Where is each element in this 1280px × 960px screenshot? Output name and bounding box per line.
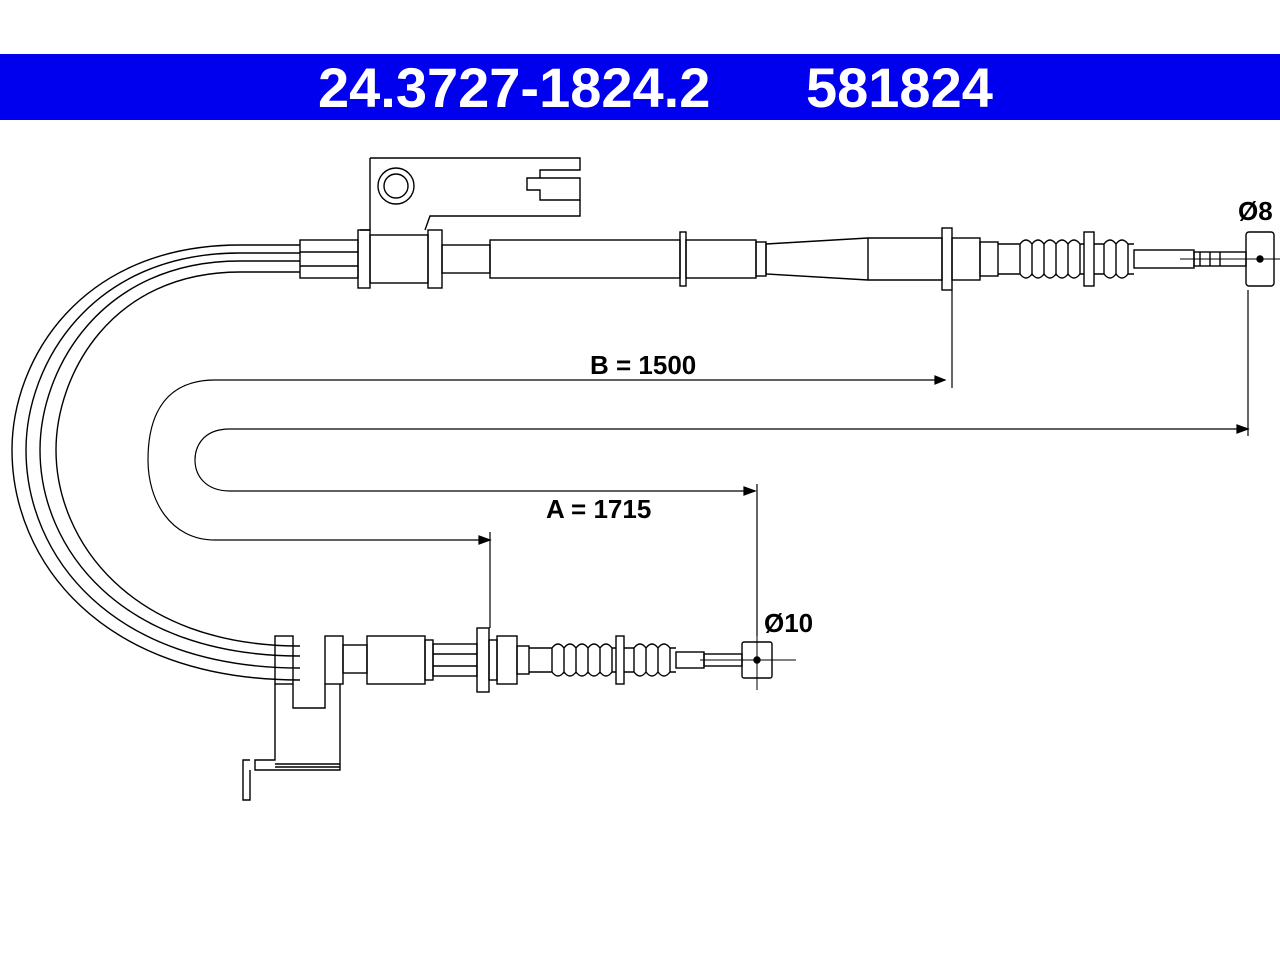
diameter-bottom-label: Ø10 — [764, 608, 813, 638]
reference-number: 581824 — [806, 56, 993, 119]
top-bracket — [360, 157, 581, 231]
dimension-b-label: B = 1500 — [590, 350, 696, 380]
dimension-lines — [478, 290, 1250, 636]
dimension-a-label: A = 1715 — [546, 494, 651, 524]
part-number: 24.3727-1824.2 — [318, 56, 711, 119]
bottom-bracket — [242, 635, 344, 801]
top-cable-end-assembly — [299, 227, 1280, 291]
bottom-cable-end-assembly — [342, 627, 796, 693]
header-banner: 24.3727-1824.2 581824 — [0, 54, 1280, 120]
dimension-curves — [147, 379, 1248, 541]
diameter-right-label: Ø8 — [1238, 196, 1273, 226]
cable-sheath — [11, 244, 301, 681]
